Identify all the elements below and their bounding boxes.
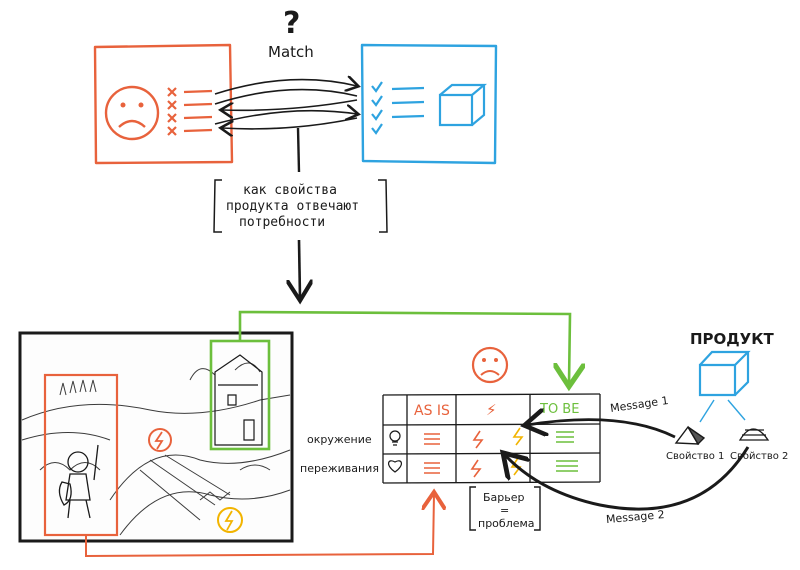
barrier-bracket bbox=[469, 486, 541, 531]
bracket-line-2: продукта отвечают bbox=[226, 199, 359, 214]
as-is-to-be-table bbox=[382, 393, 601, 484]
story-illustration bbox=[18, 331, 294, 543]
match-label: Match bbox=[268, 43, 314, 61]
barrier-line-2: = bbox=[500, 504, 509, 517]
goal-connector bbox=[238, 310, 570, 384]
header-to-be: TO BE bbox=[539, 402, 579, 417]
row-label-feelings: переживания bbox=[300, 462, 379, 475]
barrier-lightning-icon bbox=[217, 507, 243, 533]
table-sad-face-icon bbox=[471, 346, 509, 384]
message-2-label: Message 2 bbox=[605, 508, 665, 526]
barrier-line-3: проблема bbox=[478, 517, 535, 530]
header-barrier: ⚡ bbox=[486, 401, 497, 419]
heart-icon bbox=[388, 460, 402, 473]
dome-icon bbox=[738, 428, 770, 441]
product-title: ПРОДУКТ bbox=[690, 330, 774, 348]
down-line bbox=[296, 127, 301, 173]
pyramid-icon bbox=[674, 425, 706, 446]
down-arrow bbox=[299, 239, 300, 298]
sad-face-icon bbox=[104, 85, 160, 141]
header-as-is: AS IS bbox=[414, 403, 450, 419]
property-1-label: Свойство 1 bbox=[666, 451, 724, 462]
question-mark: ? bbox=[283, 6, 300, 41]
message2-arrow bbox=[505, 446, 750, 511]
product-cube-small-icon bbox=[698, 350, 751, 397]
hero-frame bbox=[43, 373, 119, 537]
product-cube-icon bbox=[438, 83, 488, 127]
barrier-line-1: Барьер bbox=[483, 491, 525, 504]
message-1-label: Message 1 bbox=[609, 394, 669, 415]
unmet-needs-list bbox=[167, 87, 213, 136]
hero-connector bbox=[85, 494, 434, 558]
property-2-label: Свойство 2 bbox=[730, 451, 788, 462]
customer-needs-box bbox=[93, 43, 234, 165]
problem-lightning-icon bbox=[148, 428, 172, 452]
table-cell-marks bbox=[424, 427, 578, 478]
hero-knight-icon bbox=[58, 444, 99, 519]
match-arrows bbox=[214, 79, 357, 128]
bracket-line-3: потребности bbox=[239, 215, 325, 230]
product-features-box bbox=[360, 43, 498, 165]
features-checklist bbox=[371, 81, 425, 135]
product-property-links bbox=[699, 399, 746, 423]
bracket-line-1: как свойства bbox=[243, 183, 337, 198]
message1-arrow bbox=[527, 420, 676, 439]
row-label-environment: окружение bbox=[307, 433, 372, 446]
castle-icon bbox=[214, 354, 263, 446]
lightbulb-icon bbox=[389, 430, 401, 446]
question-bracket bbox=[213, 179, 388, 233]
